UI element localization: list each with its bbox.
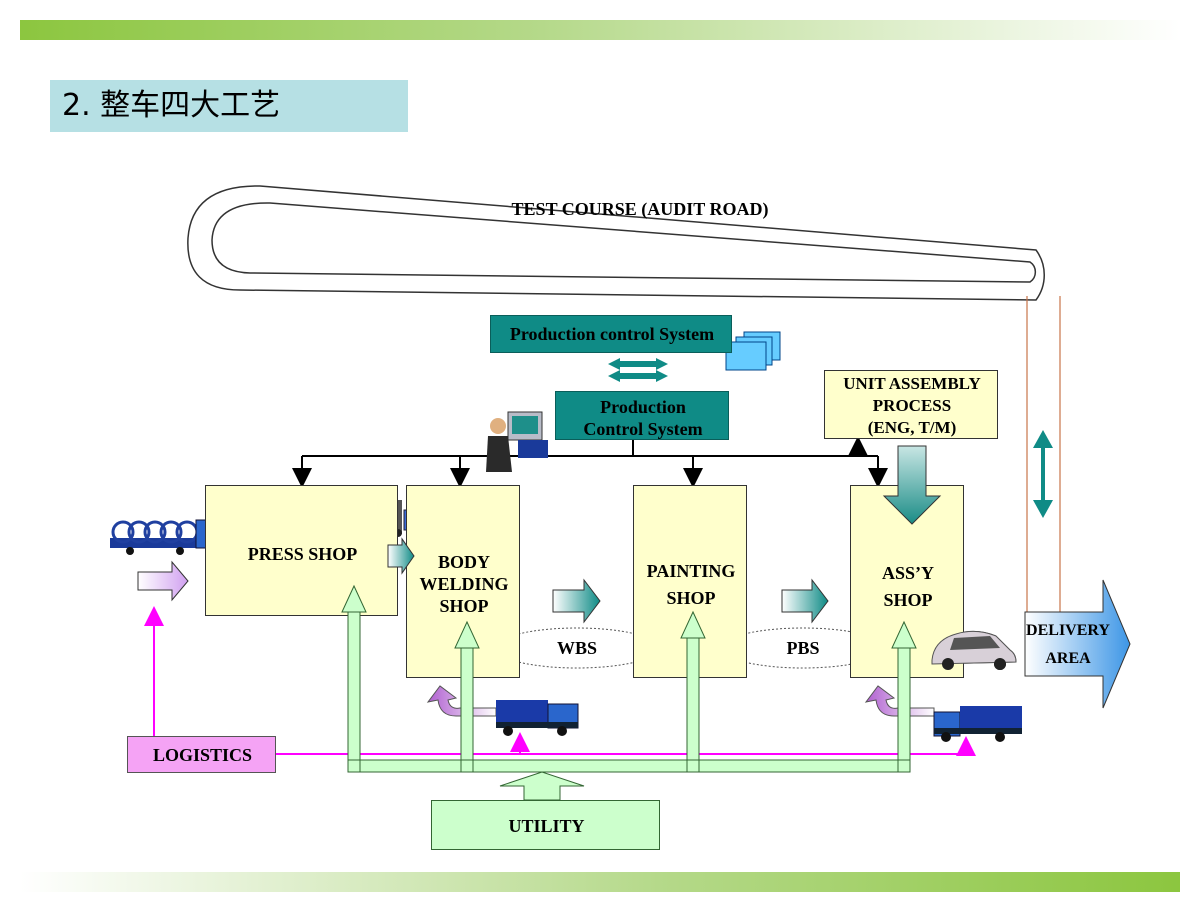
logistics-box[interactable]: LOGISTICS: [127, 736, 276, 773]
top-decor-bar: [20, 20, 1180, 40]
parts-truck-icon-right: [933, 706, 1022, 742]
press-shop-label: PRESS SHOP: [247, 544, 358, 564]
delivery-line1: DELIVERY: [1026, 622, 1110, 639]
operator-computer-icon: [486, 411, 548, 472]
production-control-system-top-label: Production control System: [509, 324, 715, 344]
assy-line1: ASS’Y: [881, 563, 934, 583]
double-arrow-vertical: [1033, 430, 1053, 518]
pbs-label: PBS: [786, 638, 820, 658]
unit-assembly-line3: (ENG, T/M): [867, 418, 957, 437]
press-to-body-arrow-overlay: [387, 537, 415, 575]
inbound-arrow: [137, 560, 189, 602]
press-shop-box[interactable]: PRESS SHOP: [205, 485, 398, 616]
wbs-label: WBS: [556, 638, 598, 658]
pcs-line1: Production: [600, 397, 686, 417]
body-welding-line1: BODY: [437, 552, 490, 572]
painting-shop-box[interactable]: PAINTING SHOP: [633, 485, 747, 678]
test-course-label: TEST COURSE (AUDIT ROAD): [511, 199, 769, 219]
test-course-track: [187, 185, 1045, 301]
unit-assembly-line1: UNIT ASSEMBLY: [843, 374, 981, 393]
painting-to-assy-arrow: [781, 578, 829, 624]
parts-truck-icon-left: [496, 700, 579, 736]
logistics-lines: [144, 606, 976, 756]
logistics-label: LOGISTICS: [152, 745, 253, 765]
document-stack-icon: [725, 331, 781, 371]
pink-return-arrow-right: [864, 685, 935, 717]
bottom-decor-bar: [20, 872, 1180, 892]
production-control-system-box[interactable]: Production Control System: [555, 391, 729, 440]
unit-assembly-line2: PROCESS: [872, 396, 952, 415]
utility-risers-overlay: [341, 584, 917, 761]
utility-box[interactable]: UTILITY: [431, 800, 660, 850]
painting-line1: PAINTING: [646, 561, 736, 581]
pink-return-arrow-left: [426, 685, 497, 717]
car-icon-overlay: [931, 630, 1017, 670]
body-to-painting-arrow: [552, 578, 601, 624]
body-welding-line2: WELDING: [419, 574, 509, 594]
sync-arrows: [608, 358, 668, 382]
production-control-system-top[interactable]: Production control System: [490, 315, 732, 353]
utility-label: UTILITY: [508, 816, 585, 836]
painting-line2: SHOP: [666, 588, 716, 608]
delivery-line2: AREA: [1045, 650, 1091, 667]
page-title: 2. 整车四大工艺: [50, 80, 408, 132]
unit-assembly-process-box[interactable]: UNIT ASSEMBLY PROCESS (ENG, T/M): [824, 370, 998, 439]
assy-line2: SHOP: [883, 590, 933, 610]
body-welding-line3: SHOP: [439, 596, 489, 616]
pcs-line2: Control System: [583, 419, 703, 439]
control-distribution-lines: [292, 436, 888, 488]
unit-assembly-arrow-overlay: [882, 445, 942, 525]
delivery-area-arrow: [1024, 579, 1131, 709]
body-welding-shop-box[interactable]: BODY WELDING SHOP: [406, 485, 520, 678]
